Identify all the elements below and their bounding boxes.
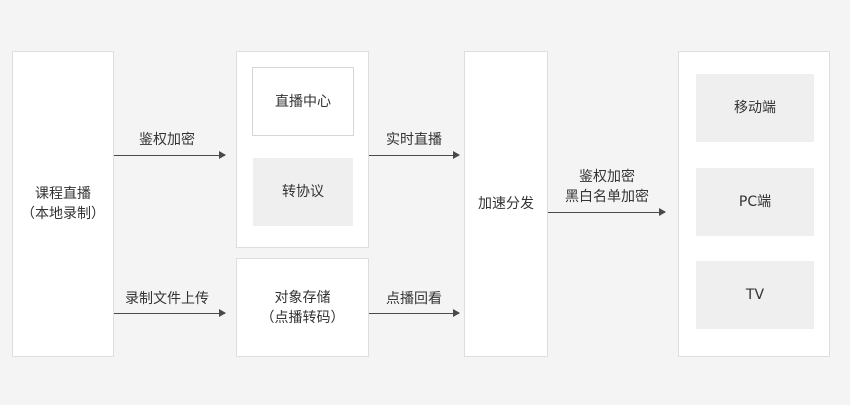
- local-recording-label: （本地录制）: [21, 206, 105, 222]
- auth-encrypt-arrow: [114, 151, 226, 159]
- target-devices-group: 移动端 PC端 TV: [678, 51, 830, 357]
- live-processing-group: 直播中心 转协议: [236, 51, 369, 248]
- final-edge-label-line2: 黑白名单加密: [565, 189, 649, 205]
- auth-encrypt-edge-label: 鉴权加密: [139, 132, 195, 148]
- protocol-conversion-node: 转协议: [253, 158, 353, 226]
- accelerated-distribution-label: 加速分发: [478, 196, 534, 212]
- course-live-node: 课程直播 （本地录制）: [12, 51, 114, 357]
- accelerated-distribution-node: 加速分发: [464, 51, 548, 357]
- pc-target-node: PC端: [696, 168, 814, 236]
- object-storage-label: 对象存储: [274, 289, 331, 306]
- pc-target-label: PC端: [738, 194, 772, 210]
- tv-target-label: TV: [745, 287, 765, 303]
- live-center-node: 直播中心: [252, 67, 354, 136]
- mobile-target-label: 移动端: [734, 100, 776, 116]
- course-live-text: 课程直播 （本地录制）: [13, 52, 113, 356]
- protocol-conversion-label: 转协议: [282, 184, 324, 200]
- object-storage-node: 对象存储 （点播转码）: [236, 258, 369, 357]
- mobile-target-node: 移动端: [696, 74, 814, 142]
- vod-playback-edge-label: 点播回看: [386, 291, 442, 307]
- tv-target-node: TV: [696, 261, 814, 329]
- distribution-arrow: [548, 208, 666, 216]
- final-edge-label-line1: 鉴权加密: [579, 169, 635, 185]
- vod-transcode-label: （点播转码）: [260, 309, 345, 326]
- realtime-live-arrow: [369, 151, 460, 159]
- vod-playback-arrow: [369, 309, 460, 317]
- live-center-label: 直播中心: [275, 93, 331, 110]
- realtime-live-edge-label: 实时直播: [386, 132, 442, 148]
- record-upload-arrow: [114, 309, 226, 317]
- object-storage-text: 对象存储 （点播转码）: [237, 259, 368, 356]
- course-live-label: 课程直播: [35, 186, 91, 202]
- record-upload-edge-label: 录制文件上传: [125, 291, 209, 307]
- accelerated-distribution-text: 加速分发: [465, 52, 547, 356]
